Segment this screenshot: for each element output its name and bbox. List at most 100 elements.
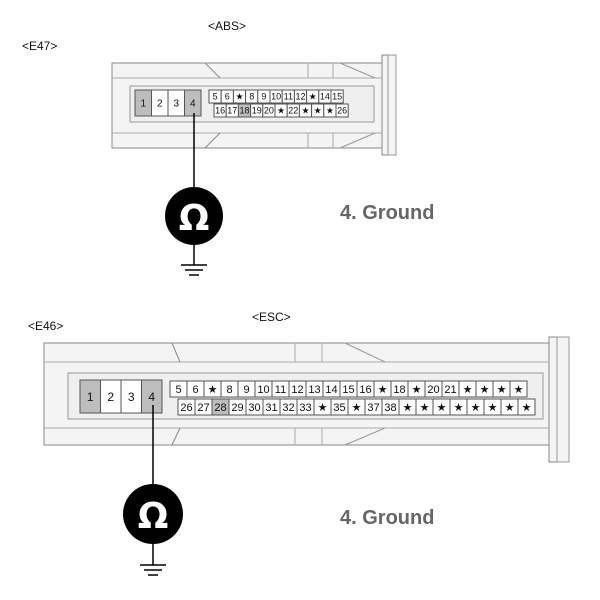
esc-row2-cell: ★ <box>517 398 536 416</box>
esc-row1-cell: ★ <box>373 380 392 398</box>
abs-row2-cell: ★ <box>323 103 337 118</box>
esc-row2-cell-label: ★ <box>505 402 515 414</box>
abs-connector-id: <E47> <box>22 39 57 53</box>
abs-row1-cell-label: 9 <box>261 92 266 102</box>
abs-row2-cell: 19 <box>250 103 264 118</box>
abs-pin-1-label: 1 <box>140 99 146 110</box>
esc-row2-cell: 38 <box>381 398 400 416</box>
esc-row1-cell-label: ★ <box>463 384 473 396</box>
esc-row1-cell-label: 9 <box>243 384 249 396</box>
esc-row1-cell-label: ★ <box>480 384 490 396</box>
abs-row2-cell-label: ★ <box>301 106 309 116</box>
esc-row1-cell-label: 11 <box>275 384 286 396</box>
abs-pin-3: 3 <box>167 89 185 117</box>
abs-row2-cell: ★ <box>274 103 288 118</box>
abs-row1-cell-label: ★ <box>235 92 243 102</box>
esc-row2-cell-label: 26 <box>180 402 192 414</box>
esc-row2-cell-label: 29 <box>231 402 243 414</box>
esc-row1-cell: 12 <box>288 380 307 398</box>
abs-row1-cell: 12 <box>293 89 308 104</box>
esc-row2-cell: ★ <box>415 398 434 416</box>
abs-row1-cell: 15 <box>330 89 344 104</box>
abs-row1-cell-label: 5 <box>213 92 218 102</box>
abs-row2-cell: 26 <box>335 103 349 118</box>
esc-row2-cell-label: 33 <box>299 402 311 414</box>
esc-row1-cell: 21 <box>441 380 460 398</box>
esc-row2-cell-label: 35 <box>333 402 345 414</box>
esc-title: <ESC> <box>252 310 291 324</box>
esc-row2-cell: 33 <box>296 398 315 416</box>
abs-row2-cell: 18 <box>237 103 252 118</box>
abs-row2-cell: 17 <box>225 103 239 118</box>
esc-row2-cell-label: ★ <box>437 402 447 414</box>
esc-row1-cell: ★ <box>203 380 222 398</box>
esc-row2-cell: ★ <box>500 398 519 416</box>
esc-row1-cell: 10 <box>254 380 273 398</box>
abs-pin-4-label: 4 <box>190 99 196 110</box>
esc-row1-cell-label: 8 <box>226 384 232 396</box>
abs-row2-cell-label: 26 <box>337 106 347 116</box>
esc-row2-cell: 29 <box>228 398 247 416</box>
esc-row2-cell: 27 <box>194 398 213 416</box>
abs-row1-cell-label: 15 <box>332 92 342 102</box>
abs-row1-cell: 9 <box>257 89 271 104</box>
esc-row2-cell-label: 30 <box>248 402 260 414</box>
esc-row2-cell-label: ★ <box>352 402 362 414</box>
esc-row1-cell-label: 14 <box>325 384 337 396</box>
esc-row1-cell: 8 <box>220 380 239 398</box>
abs-row1-cell: 10 <box>269 89 283 104</box>
esc-ground-icon <box>140 564 166 576</box>
esc-row1-cell: ★ <box>458 380 477 398</box>
esc-row2-cell-label: 28 <box>214 402 226 414</box>
abs-row2-cell-label: 17 <box>227 106 237 116</box>
esc-pin-2-label: 2 <box>107 390 114 404</box>
abs-row1-cell: 11 <box>281 89 295 104</box>
abs-row2-cell-label: ★ <box>277 106 285 116</box>
abs-pin-1: 1 <box>134 89 152 117</box>
esc-row1-cell: ★ <box>509 380 528 398</box>
esc-row2-cell: ★ <box>313 398 332 416</box>
abs-pin-2: 2 <box>151 89 169 117</box>
esc-row2-cell: ★ <box>449 398 468 416</box>
esc-row1-cell: ★ <box>492 380 511 398</box>
esc-row2-cell-label: 38 <box>384 402 396 414</box>
abs-ohmmeter: Ω <box>165 187 223 245</box>
esc-row1-cell: 15 <box>339 380 358 398</box>
abs-row2-cell: ★ <box>311 103 325 118</box>
esc-row2-cell-label: 37 <box>367 402 379 414</box>
abs-row2-cell-label: 19 <box>252 106 262 116</box>
esc-pin-1-label: 1 <box>87 390 94 404</box>
esc-row1-cell: 16 <box>356 380 375 398</box>
abs-row1-cell-label: ★ <box>309 92 317 102</box>
esc-row2-cell: ★ <box>347 398 366 416</box>
esc-row1-cell-label: ★ <box>412 384 422 396</box>
esc-row1-cell-label: 18 <box>393 384 405 396</box>
esc-row2-cell-label: ★ <box>454 402 464 414</box>
abs-ground-icon <box>181 264 207 276</box>
esc-row1-cell: 14 <box>322 380 341 398</box>
esc-row2-cell-label: ★ <box>318 402 328 414</box>
esc-pin-4-label: 4 <box>148 390 155 404</box>
esc-row2-cell: 35 <box>330 398 349 416</box>
esc-ohmmeter: Ω <box>123 484 183 544</box>
esc-pin-3-label: 3 <box>128 390 135 404</box>
esc-row1-cell-label: 13 <box>308 384 320 396</box>
esc-row2-cell-label: ★ <box>522 402 532 414</box>
abs-title: <ABS> <box>208 19 246 33</box>
abs-row1-cell-label: 8 <box>249 92 254 102</box>
esc-row1-cell-label: 5 <box>175 384 181 396</box>
esc-row2-cell: ★ <box>466 398 485 416</box>
abs-row1-cell: 6 <box>220 89 234 104</box>
esc-row2-cell-label: ★ <box>403 402 413 414</box>
abs-row2-cell-label: 18 <box>239 106 249 116</box>
esc-row1-cell: 20 <box>424 380 443 398</box>
abs-ground-label: 4. Ground <box>340 202 434 224</box>
abs-row1-cell: ★ <box>232 89 247 104</box>
esc-row1-cell: 13 <box>305 380 324 398</box>
esc-row1-cell: 5 <box>169 380 188 398</box>
esc-row2-cell: 26 <box>177 398 196 416</box>
esc-row1-cell-label: ★ <box>497 384 507 396</box>
